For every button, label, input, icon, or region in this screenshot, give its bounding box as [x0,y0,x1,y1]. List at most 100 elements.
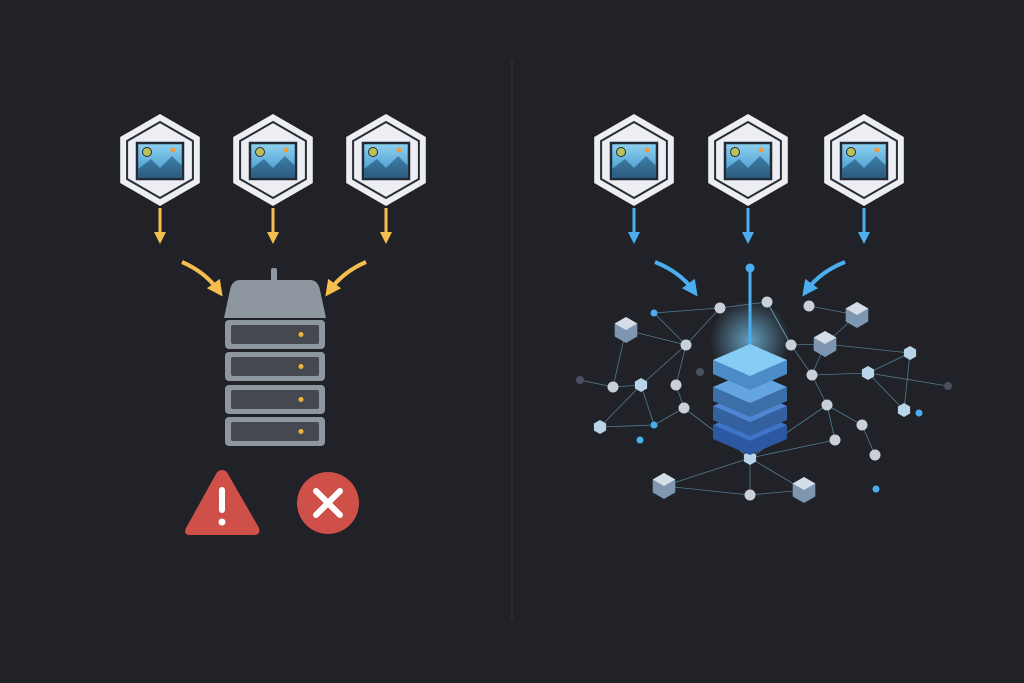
mountain [364,156,408,178]
network-graph [576,296,952,503]
image-source-badge [594,114,674,206]
network-node [944,382,952,390]
network-node [678,402,690,414]
network-edge [749,439,836,459]
moon [396,147,402,153]
network-edge [867,352,911,374]
x-mark [313,488,343,518]
curved-arrow-icon [325,260,367,297]
hex-node [743,451,757,465]
curved-arrow-icon [654,260,698,297]
network-node [803,300,815,312]
image-icon [609,141,659,181]
network-edge [826,404,836,441]
server-drawer [231,325,319,344]
image-source-badge [708,114,788,206]
network-edge [653,312,687,346]
drawer-led [298,332,304,337]
cube-top [845,302,869,315]
cube-node [813,331,837,357]
drawer-led [298,364,304,369]
image-icon [723,141,773,181]
network-node [576,376,584,384]
mountain [138,156,182,178]
moon [874,147,880,153]
network-node [744,489,756,501]
network-node [856,419,868,431]
left-panel-legacy-server [120,114,426,535]
cube-top [792,477,816,490]
network-edge [826,404,863,426]
cube-top [652,473,676,486]
image-icon [248,141,298,181]
network-edge [579,379,614,388]
cube-top [614,317,638,330]
curved-arrow-icon [802,260,846,297]
network-node [869,449,881,461]
exclamation-dot [218,518,226,526]
cube-node [792,477,816,503]
network-edge [599,424,655,428]
network-node [650,421,658,429]
hexagon-inner-ring [239,120,307,200]
moon [644,147,650,153]
network-edge [811,374,828,406]
network-edge [867,372,905,411]
hexagon-inner-ring [600,120,668,200]
hex-node [634,378,648,392]
cube-top [813,331,837,344]
image-source-badge [824,114,904,206]
hexagon-inner-ring [352,120,420,200]
server-drawer [231,357,319,376]
image-source-badge [346,114,426,206]
stack-layer-side [713,425,787,455]
moon [758,147,764,153]
mountain [612,156,656,178]
network-node [806,369,818,381]
network-node [821,399,833,411]
network-node [636,436,644,444]
hexagon-inner-ring [126,120,194,200]
network-edge [685,307,721,346]
hex-node [593,420,607,434]
cube-node [652,473,676,499]
mountain [842,156,886,178]
network-edge [811,372,869,376]
hexagon-inner-ring [830,120,898,200]
network-edge [790,344,813,376]
network-node [829,434,841,446]
sun [142,147,152,157]
server-drawer [231,422,319,441]
curved-arrow-icon [181,260,223,297]
server-rack-icon [224,268,326,446]
network-edge [653,407,685,426]
cube-node [845,302,869,328]
hex-node [861,366,875,380]
image-icon [839,141,889,181]
stack-layer-side [713,406,787,436]
ingest-node [745,263,755,273]
moon [283,147,289,153]
drawer-led [298,429,304,434]
network-edge [824,343,911,354]
network-node [872,485,880,493]
sun [616,147,626,157]
drawer-led [298,397,304,402]
hex-node [903,346,917,360]
sun [368,147,378,157]
network-edge [903,352,911,411]
image-icon [361,141,411,181]
network-node [650,309,658,317]
network-edge [867,372,949,387]
network-edge [663,457,751,487]
server-antenna [271,268,277,282]
server-drawer [231,390,319,409]
cube-node [614,317,638,343]
network-node [670,379,682,391]
sun [846,147,856,157]
network-edge [663,485,751,496]
network-edge [675,344,687,386]
network-node [680,339,692,351]
network-edge [599,384,642,428]
